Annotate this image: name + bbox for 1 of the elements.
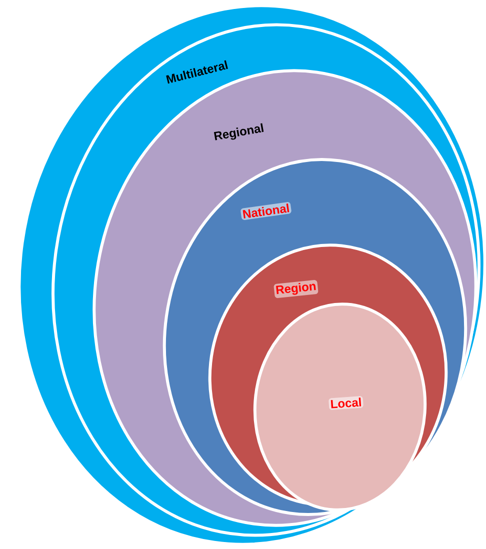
ellipse-band: Local [254, 302, 426, 512]
